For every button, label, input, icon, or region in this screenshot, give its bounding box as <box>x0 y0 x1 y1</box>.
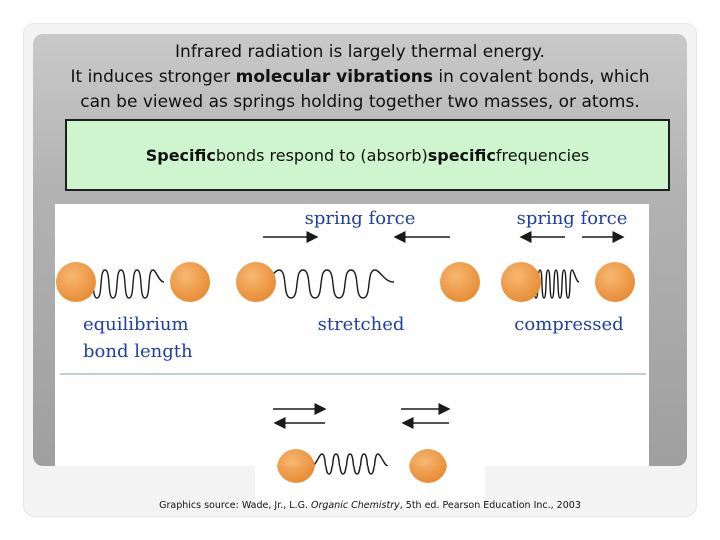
title-line-3: can be viewed as springs holding togethe… <box>80 92 640 112</box>
callout-bold-2: specific <box>427 145 496 165</box>
stretched-label: stretched <box>318 314 405 335</box>
compressed-label: compressed <box>514 314 623 335</box>
title-line-2: It induces stronger molecular vibrations… <box>70 67 650 87</box>
compressed-molecule <box>501 262 635 302</box>
spring-diagram: spring force spring force equilibrium bo <box>55 204 649 487</box>
graphics-source-caption: Graphics source: Wade, Jr., L.G. Organic… <box>159 500 581 511</box>
molecular-vibrations-emphasis: molecular vibrations <box>235 67 433 87</box>
spring-force-label-1: spring force <box>305 208 416 229</box>
atom-left-4-bottom <box>277 445 315 483</box>
atom-left-1 <box>56 262 96 302</box>
spring-vibrating <box>311 453 389 479</box>
atom-left-2 <box>236 262 276 302</box>
spring-stretched <box>259 269 395 299</box>
atom-right-4 <box>409 449 447 487</box>
spring-force-label-2: spring force <box>517 208 628 229</box>
atom-left-4 <box>277 449 315 487</box>
atom-right-4-bottom <box>409 445 447 483</box>
atom-right-1 <box>170 262 210 302</box>
bond-length-label: bond length <box>83 341 193 362</box>
spring-diagram-svg: spring force spring force equilibrium bo <box>56 208 646 487</box>
atom-right-3 <box>595 262 635 302</box>
atom-left-3 <box>501 262 541 302</box>
vibrating-molecule <box>277 449 447 487</box>
callout-bold-1: Specific <box>145 145 216 165</box>
slide-title: Infrared radiation is largely thermal en… <box>40 40 680 115</box>
spring-equilibrium <box>77 269 165 299</box>
title-line-1: Infrared radiation is largely thermal en… <box>175 42 545 62</box>
atom-right-2 <box>440 262 480 302</box>
equilibrium-label: equilibrium <box>83 314 189 335</box>
equilibrium-molecule <box>56 262 210 302</box>
spring-vibrating-bottom <box>311 449 389 475</box>
callout-box: Specific bonds respond to (absorb) speci… <box>65 119 670 191</box>
stretched-molecule <box>236 262 480 302</box>
spring-compressed <box>524 269 580 299</box>
